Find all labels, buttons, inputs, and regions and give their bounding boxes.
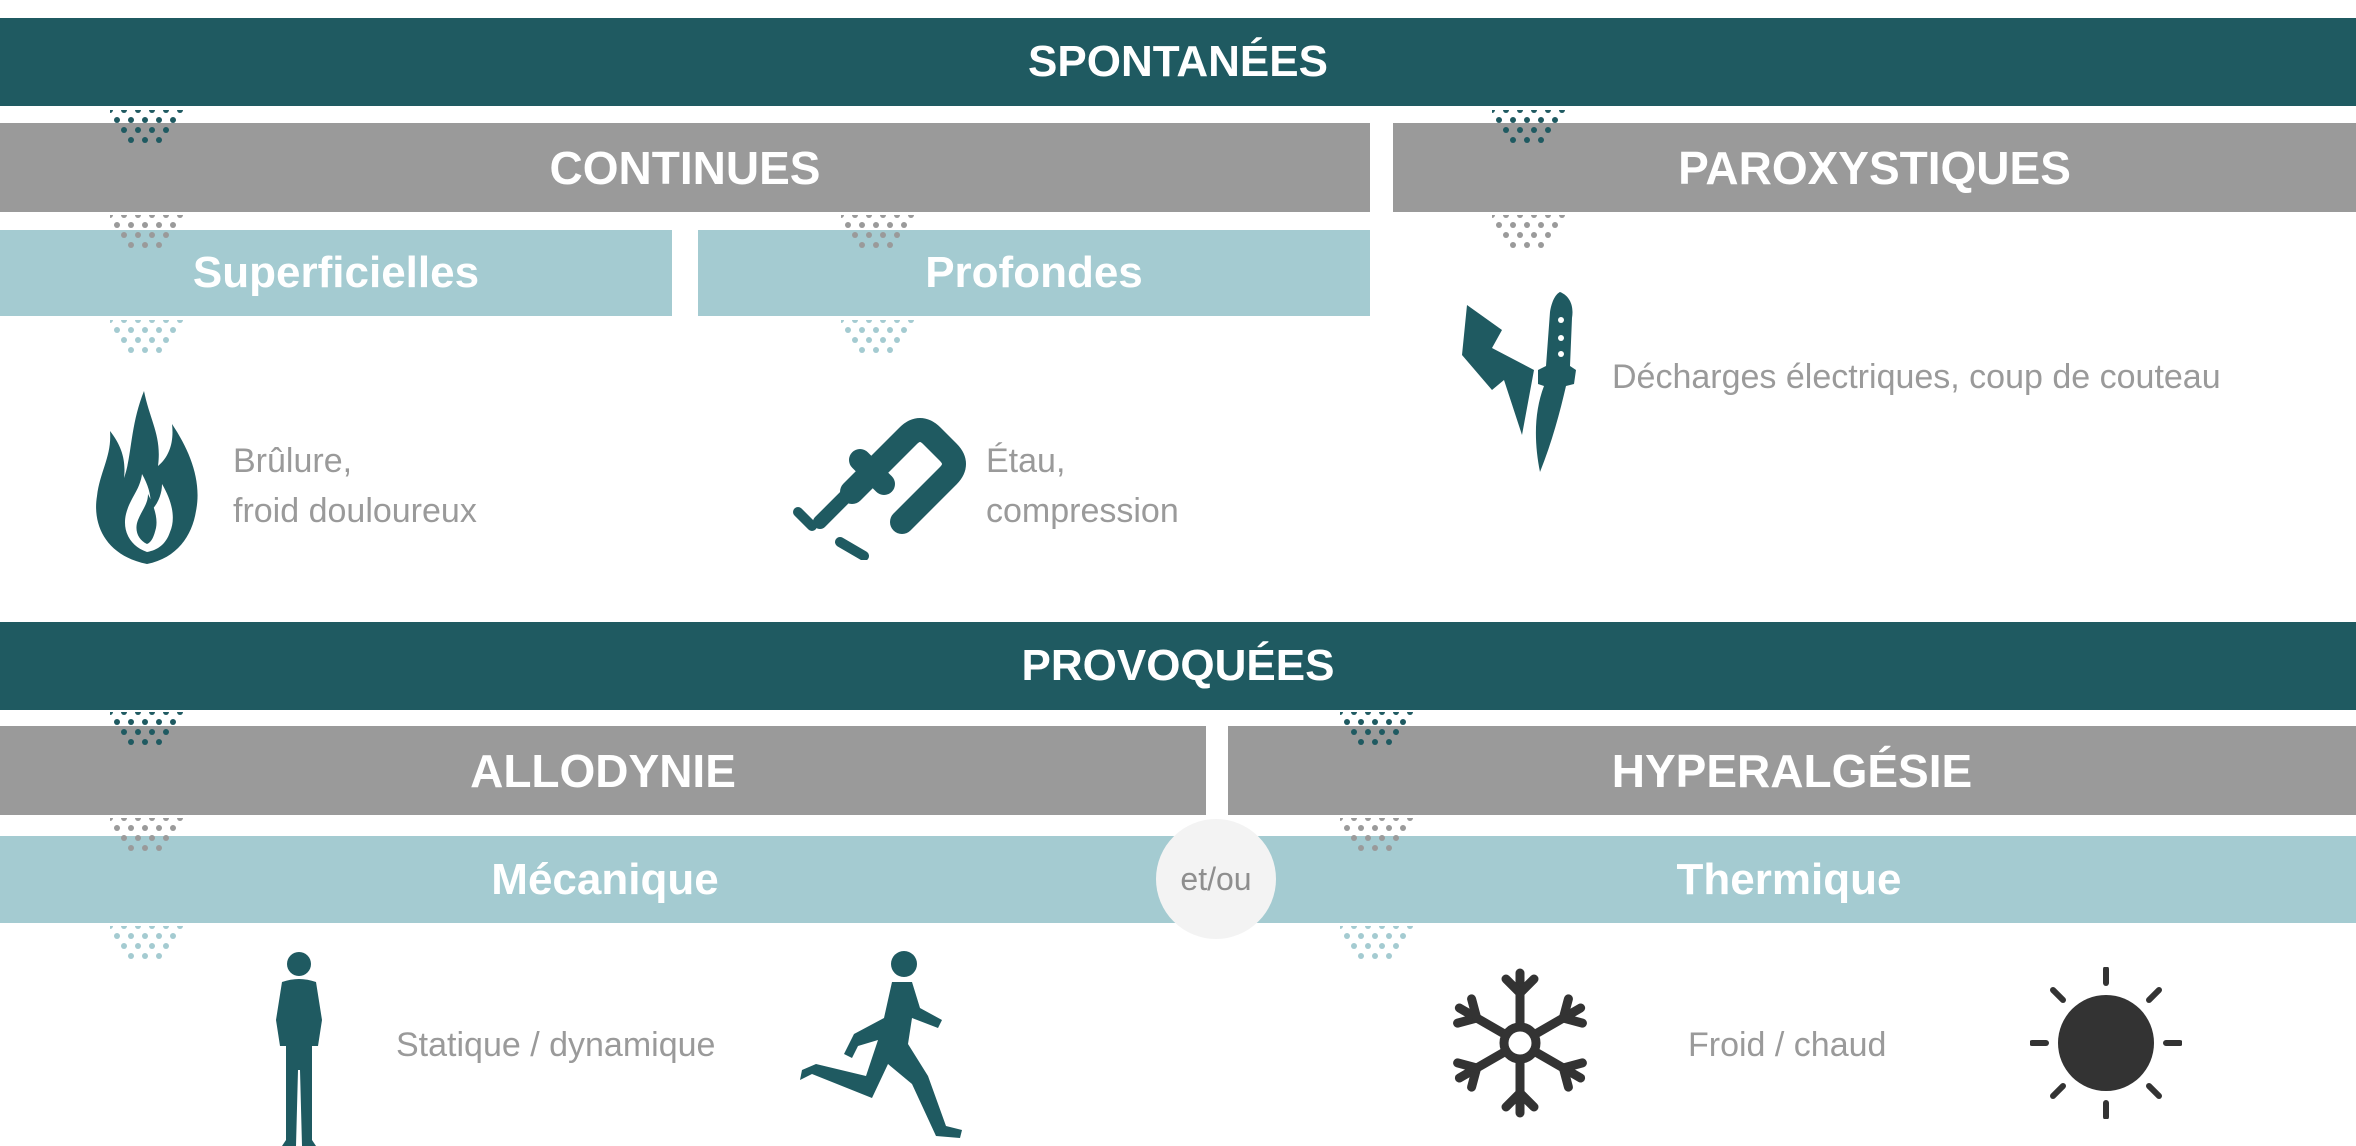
dot-connector xyxy=(110,818,183,851)
standing-person-icon xyxy=(276,952,322,1146)
dot-connector xyxy=(110,110,183,143)
dot-connector xyxy=(1492,110,1565,143)
profondes-desc-line1: Étau, xyxy=(986,442,1066,480)
spontaneous-title: SPONTANÉES xyxy=(1028,37,1328,86)
clamp-icon xyxy=(793,418,966,560)
snowflake-icon xyxy=(1445,968,1595,1118)
and-or-connector: et/ou xyxy=(1156,819,1276,939)
thermique-title: Thermique xyxy=(1676,854,1902,904)
superficielles-header: Superficielles xyxy=(0,230,672,316)
flame-icon xyxy=(96,391,198,564)
dot-connector xyxy=(110,926,183,959)
profondes-title: Profondes xyxy=(925,248,1143,297)
superficielles-title: Superficielles xyxy=(192,248,480,297)
superficielles-desc-line2: froid douloureux xyxy=(233,492,477,530)
continues-title: CONTINUES xyxy=(549,141,821,194)
hyperalgesie-header: HYPERALGÉSIE xyxy=(1228,726,2356,815)
mecanique-desc: Statique / dynamique xyxy=(396,1026,716,1064)
allodynie-title: ALLODYNIE xyxy=(470,744,736,797)
thermique-desc: Froid / chaud xyxy=(1688,1026,1887,1064)
knife-icon xyxy=(1535,292,1576,472)
mecanique-header: Mécanique xyxy=(0,836,1210,923)
profondes-header: Profondes xyxy=(698,230,1370,316)
dot-connector xyxy=(110,712,183,745)
dot-connector xyxy=(110,320,183,353)
dot-connector xyxy=(1340,712,1413,745)
dot-connector xyxy=(841,215,914,248)
sun-icon xyxy=(2030,967,2182,1119)
mecanique-title: Mécanique xyxy=(491,854,719,904)
continues-header: CONTINUES xyxy=(0,123,1370,212)
hyperalgesie-title: HYPERALGÉSIE xyxy=(1611,744,1973,797)
paroxystiques-desc: Décharges électriques, coup de couteau xyxy=(1612,358,2221,396)
superficielles-desc-line1: Brûlure, xyxy=(233,442,353,480)
paroxystiques-title: PAROXYSTIQUES xyxy=(1678,141,2071,194)
profondes-desc-line2: compression xyxy=(986,492,1179,530)
dot-connector xyxy=(1340,926,1413,959)
running-person-icon xyxy=(800,951,962,1138)
dot-connector xyxy=(841,320,914,353)
allodynie-header: ALLODYNIE xyxy=(0,726,1206,815)
thermique-header: Thermique xyxy=(1222,836,2356,923)
paroxystiques-header: PAROXYSTIQUES xyxy=(1393,123,2356,212)
dot-connector xyxy=(1492,215,1565,248)
lightning-icon xyxy=(1462,305,1534,435)
dot-connector xyxy=(1340,818,1413,851)
provoked-title: PROVOQUÉES xyxy=(1021,641,1335,690)
dot-connector xyxy=(110,215,183,248)
provoked-header: PROVOQUÉES xyxy=(0,622,2356,710)
spontaneous-header: SPONTANÉES xyxy=(0,18,2356,106)
